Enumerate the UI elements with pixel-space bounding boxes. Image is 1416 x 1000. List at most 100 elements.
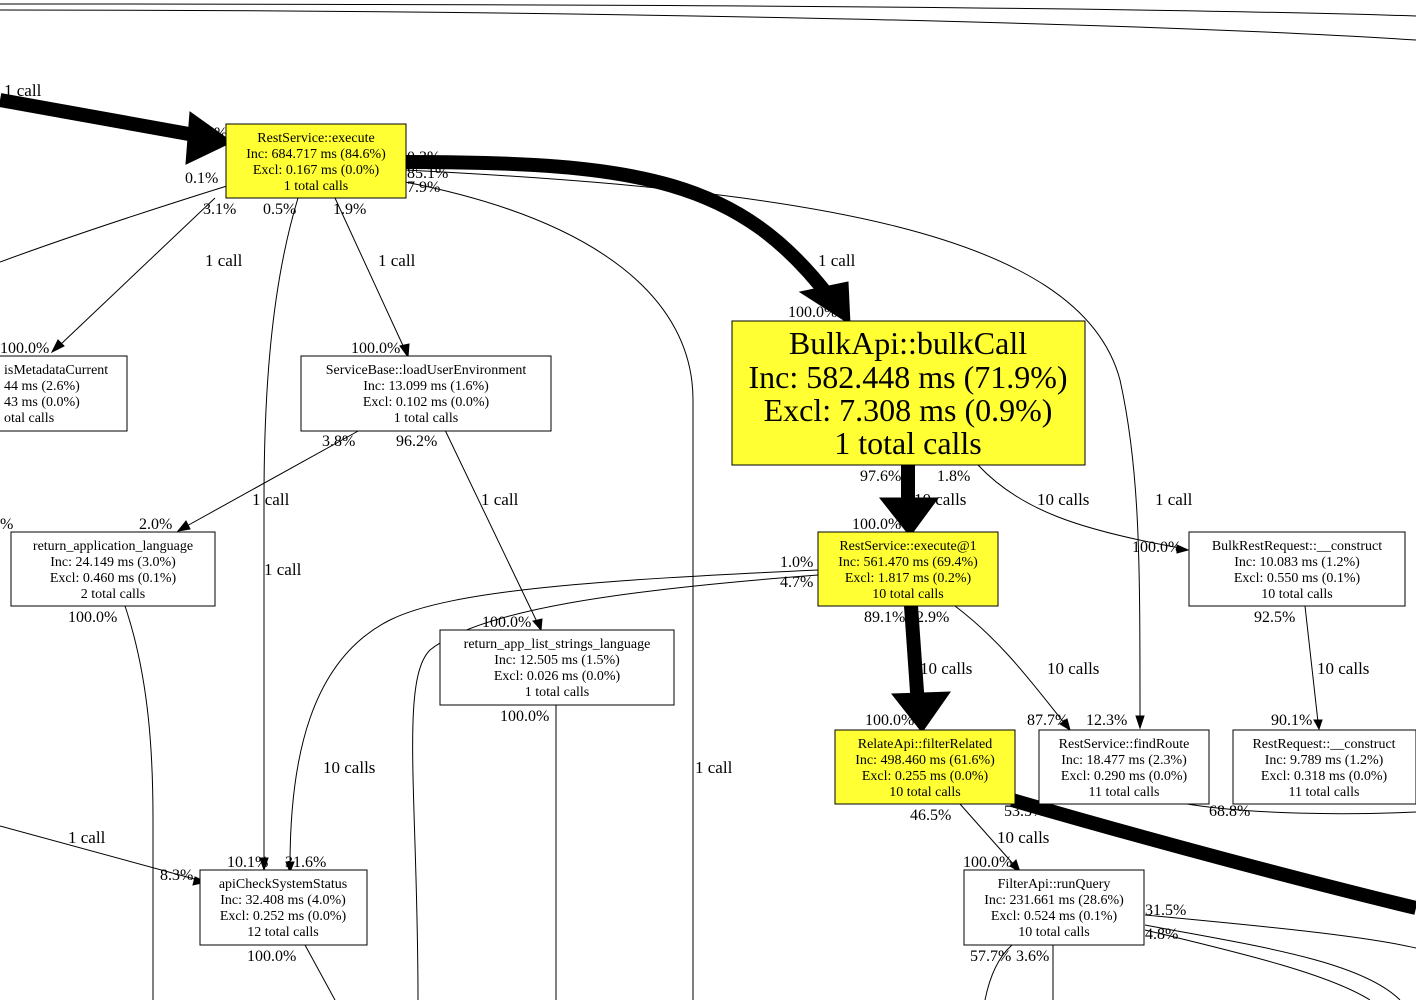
percent-label: 3.6% xyxy=(1016,948,1049,965)
node-excl: Excl: 0.252 ms (0.0%) xyxy=(220,909,347,924)
edge-execute1-filterrel xyxy=(904,605,925,707)
node-excl: Excl: 0.550 ms (0.1%) xyxy=(1234,571,1361,586)
node-api-check-system-status[interactable]: apiCheckSystemStatus Inc: 32.408 ms (4.0… xyxy=(199,869,368,946)
nodes: RestService::execute Inc: 684.717 ms (84… xyxy=(0,123,1416,946)
node-name: RestService::execute@1 xyxy=(839,539,976,554)
percent-label: 85.1% xyxy=(407,165,448,182)
node-name: isMetadataCurrent xyxy=(4,363,108,378)
edge-execute-bottom xyxy=(404,181,694,1000)
edge-runquery-right-c xyxy=(1144,929,1371,1000)
percent-label: 1.8% xyxy=(937,468,970,485)
percent-label: 100.0% xyxy=(0,340,49,357)
edge-loadenv-applist xyxy=(444,429,539,625)
node-calls: 2 total calls xyxy=(81,587,146,602)
arrow-loadenv-applang xyxy=(176,520,191,532)
node-rest-service-execute[interactable]: RestService::execute Inc: 684.717 ms (84… xyxy=(225,123,407,199)
percent-label: 1.9% xyxy=(333,201,366,218)
node-name: RelateApi::filterRelated xyxy=(858,737,993,752)
percent-label: 96.2% xyxy=(396,433,437,450)
percent-label: 0.1% xyxy=(185,170,218,187)
percent-label: 10.1% xyxy=(227,854,268,871)
edge-execute-findroute xyxy=(404,169,1141,721)
node-excl: Excl: 0.524 ms (0.1%) xyxy=(991,909,1118,924)
edge-filterrel-right xyxy=(1010,793,1416,915)
arrow-execute1-filterrel xyxy=(890,691,951,733)
node-name: RestRequest::__construct xyxy=(1252,737,1395,752)
node-excl: Excl: 0.318 ms (0.0%) xyxy=(1261,769,1388,784)
arrow-execute1-findroute xyxy=(1059,718,1071,732)
edge-execute1-findroute xyxy=(954,605,1066,725)
node-calls: 10 total calls xyxy=(1261,587,1333,602)
edge-in-execute xyxy=(0,93,202,143)
node-bulk-call[interactable]: BulkApi::bulkCall Inc: 582.448 ms (71.9%… xyxy=(731,320,1086,466)
node-inc: Inc: 498.460 ms (61.6%) xyxy=(855,753,995,768)
percent-label: 100.0% xyxy=(865,712,914,729)
edge-apicheck-bottom xyxy=(304,944,336,1000)
percent-label: 100.0% xyxy=(482,614,531,631)
node-calls: 12 total calls xyxy=(247,925,319,940)
edge-label: 10 calls xyxy=(997,828,1049,847)
node-bulk-rest-request-construct[interactable]: BulkRestRequest::__construct Inc: 10.083… xyxy=(1188,531,1406,607)
edge-applang-bottom xyxy=(124,605,154,1000)
arrow-execute-metadata xyxy=(50,339,65,354)
node-name: RestService::findRoute xyxy=(1059,737,1190,752)
node-filter-related[interactable]: RelateApi::filterRelated Inc: 498.460 ms… xyxy=(834,729,1016,805)
percent-label: 57.7% xyxy=(970,948,1011,965)
edge-execute-bulkcall xyxy=(404,155,836,303)
node-rest-request-construct[interactable]: RestRequest::__construct Inc: 9.789 ms (… xyxy=(1232,729,1416,805)
node-name: apiCheckSystemStatus xyxy=(219,877,347,892)
edge-bulkrest-restreq xyxy=(1304,605,1319,723)
node-rest-service-execute-1[interactable]: RestService::execute@1 Inc: 561.470 ms (… xyxy=(817,531,999,607)
node-name: ServiceBase::loadUserEnvironment xyxy=(326,363,527,378)
arrow-bulkrest-restreq xyxy=(1313,719,1323,731)
node-inc: 44 ms (2.6%) xyxy=(4,379,80,394)
node-name: BulkRestRequest::__construct xyxy=(1212,539,1382,554)
node-excl: Excl: 0.255 ms (0.0%) xyxy=(862,769,989,784)
arrow-execute-findroute xyxy=(1135,715,1145,730)
edge-label: 1 call xyxy=(378,251,416,270)
edge-label: 1 call xyxy=(1155,490,1193,509)
node-load-user-environment[interactable]: ServiceBase::loadUserEnvironment Inc: 13… xyxy=(300,355,552,432)
node-inc: Inc: 9.789 ms (1.2%) xyxy=(1265,753,1384,768)
edge-label: 1 call xyxy=(68,828,106,847)
node-name: FilterApi::runQuery xyxy=(998,877,1111,892)
percent-label: 2.0% xyxy=(139,516,172,533)
node-find-route[interactable]: RestService::findRoute Inc: 18.477 ms (2… xyxy=(1038,729,1210,805)
edge-label: 1 call xyxy=(818,251,856,270)
percent-label: 100.0% xyxy=(351,340,400,357)
node-name: return_application_language xyxy=(33,539,193,554)
edge-filterrel-runquery xyxy=(959,803,1016,867)
edge-execute-metadata xyxy=(59,197,216,346)
edge-label: 10 calls xyxy=(920,659,972,678)
node-return-app-list-strings-language[interactable]: return_app_list_strings_language Inc: 12… xyxy=(439,629,675,706)
arrow-execute-bulkcall xyxy=(798,281,851,325)
node-calls: 1 total calls xyxy=(394,411,459,426)
edge-execute-apicheck xyxy=(263,197,299,860)
node-excl: Excl: 0.290 ms (0.0%) xyxy=(1061,769,1188,784)
arrow-filterrel-runquery xyxy=(1009,859,1021,874)
percent-label: 31.6% xyxy=(285,854,326,871)
node-is-metadata-current[interactable]: isMetadataCurrent 44 ms (2.6%) 43 ms (0.… xyxy=(0,355,128,432)
edge-label: 1 call xyxy=(252,490,290,509)
edge-runquery-right-a xyxy=(1144,914,1416,949)
percent-label: 3.1% xyxy=(203,201,236,218)
node-calls: 1 total calls xyxy=(284,179,349,194)
percent-label: 90.1% xyxy=(1271,712,1312,729)
percent-label: 4.8% xyxy=(1145,926,1178,943)
node-run-query[interactable]: FilterApi::runQuery Inc: 231.661 ms (28.… xyxy=(963,869,1145,946)
percent-label: 0.5% xyxy=(263,201,296,218)
node-inc: Inc: 24.149 ms (3.0%) xyxy=(50,555,176,570)
percent-label: % xyxy=(0,516,13,533)
arrow-execute-loadenv xyxy=(399,343,410,359)
node-return-application-language[interactable]: return_application_language Inc: 24.149 … xyxy=(10,531,216,607)
percent-label: 87.7% xyxy=(1027,712,1068,729)
percent-label: 0.3% xyxy=(407,149,440,166)
edge-left-apicheck xyxy=(0,825,199,881)
node-excl: 43 ms (0.0%) xyxy=(4,395,80,410)
node-calls: 1 total calls xyxy=(525,685,590,700)
node-excl: Excl: 0.460 ms (0.1%) xyxy=(50,571,177,586)
edge-label: 1 call xyxy=(4,81,42,100)
edge-findroute-right xyxy=(1180,802,1416,815)
node-inc: Inc: 231.661 ms (28.6%) xyxy=(984,893,1124,908)
